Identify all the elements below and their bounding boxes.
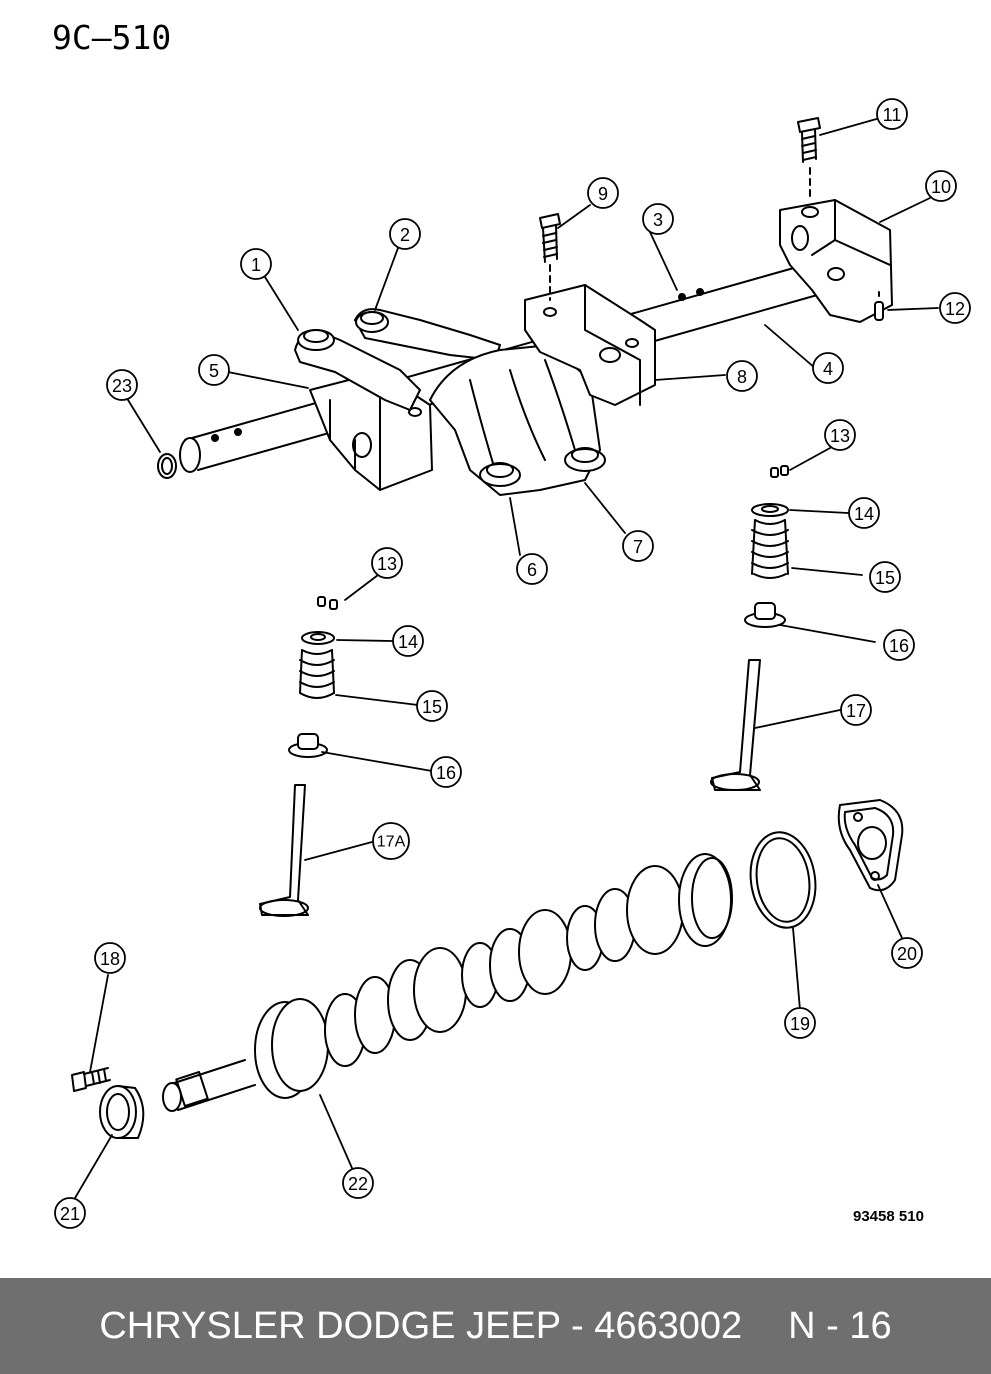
end-bracket <box>779 199 893 323</box>
figure-number: 93458 510 <box>853 1208 924 1225</box>
callout-21 <box>54 1197 86 1229</box>
bolt-18 <box>71 1067 111 1092</box>
callout-label-12: 12 <box>945 299 965 319</box>
callout-14-right <box>848 497 880 529</box>
valve-group-right <box>710 465 789 791</box>
callout-9 <box>587 177 619 209</box>
footer-page-ref: N - 16 <box>788 1304 892 1347</box>
footer-bar: CHRYSLER DODGE JEEP - 4663002 N - 16 <box>0 1278 991 1374</box>
callout-label-16-right: 16 <box>889 636 909 656</box>
callout-7 <box>622 530 654 562</box>
rocker-arm-2 <box>354 308 501 361</box>
callout-label-4: 4 <box>823 359 833 379</box>
footer-part-text: CHRYSLER DODGE JEEP - 4663002 <box>99 1304 743 1347</box>
exploded-parts-diagram: 1 2 3 4 5 6 7 8 9 10 11 12 13 14 15 16 1… <box>54 98 971 1229</box>
callout-15-right <box>869 561 901 593</box>
callout-label-2: 2 <box>400 225 410 245</box>
callout-label-20: 20 <box>897 944 917 964</box>
callout-19 <box>784 1007 816 1039</box>
callout-label-17A: 17A <box>377 834 406 851</box>
callout-label-5: 5 <box>209 361 219 381</box>
callout-label-17: 17 <box>846 701 866 721</box>
o-ring <box>749 831 817 929</box>
dowel-pin <box>874 291 884 321</box>
callout-17A <box>372 822 410 860</box>
callout-3 <box>642 203 674 235</box>
valve-group-left <box>259 596 338 917</box>
callout-16-left <box>430 756 462 788</box>
callout-label-14-right: 14 <box>854 504 874 524</box>
callout-23 <box>106 369 138 401</box>
callout-12 <box>939 292 971 324</box>
page-code: 9C–510 <box>52 18 172 57</box>
callout-label-7: 7 <box>633 537 643 557</box>
callout-17 <box>840 694 872 726</box>
callout-label-10: 10 <box>931 177 951 197</box>
callout-6 <box>516 553 548 585</box>
callout-labels: 1 2 3 4 5 6 7 8 9 10 11 12 13 14 15 16 1… <box>60 105 965 1224</box>
callout-label-6: 6 <box>527 560 537 580</box>
rocker-shaft-assembly <box>157 199 893 496</box>
callouts <box>54 98 971 1229</box>
callout-label-22: 22 <box>348 1174 368 1194</box>
bolt-9 <box>539 213 561 301</box>
thrust-plate-gasket <box>837 799 904 892</box>
callout-label-21: 21 <box>60 1204 80 1224</box>
leader-lines <box>74 117 939 1199</box>
callout-label-3: 3 <box>653 210 663 230</box>
camshaft-seal <box>99 1085 145 1139</box>
callout-label-14-left: 14 <box>398 632 418 652</box>
callout-10 <box>925 170 957 202</box>
callout-label-15-right: 15 <box>875 568 895 588</box>
right-pedestal <box>524 284 656 406</box>
bolt-11 <box>797 117 821 201</box>
callout-2 <box>389 218 421 250</box>
callout-label-19: 19 <box>790 1014 810 1034</box>
callout-label-18: 18 <box>100 949 120 969</box>
callout-5 <box>198 354 230 386</box>
camshaft <box>162 853 733 1112</box>
shaft-plug <box>157 453 177 479</box>
callout-16-right <box>883 629 915 661</box>
callout-14-left <box>392 625 424 657</box>
callout-20 <box>891 937 923 969</box>
callout-label-11: 11 <box>883 105 902 125</box>
callout-label-1: 1 <box>251 255 261 275</box>
callout-15-left <box>416 690 448 722</box>
callout-22 <box>342 1167 374 1199</box>
callout-13-right <box>824 419 856 451</box>
callout-4 <box>812 352 844 384</box>
callout-label-13-right: 13 <box>830 426 850 446</box>
callout-label-13-left: 13 <box>377 554 397 574</box>
callout-11 <box>876 98 908 130</box>
callout-label-8: 8 <box>737 367 747 387</box>
callout-18 <box>94 942 126 974</box>
center-rocker-body <box>429 344 601 496</box>
callout-13-left <box>371 547 403 579</box>
callout-label-15-left: 15 <box>422 697 442 717</box>
callout-label-16-left: 16 <box>436 763 456 783</box>
callout-label-23: 23 <box>112 376 132 396</box>
callout-label-9: 9 <box>598 184 608 204</box>
callout-8 <box>726 360 758 392</box>
callout-1 <box>240 248 272 280</box>
